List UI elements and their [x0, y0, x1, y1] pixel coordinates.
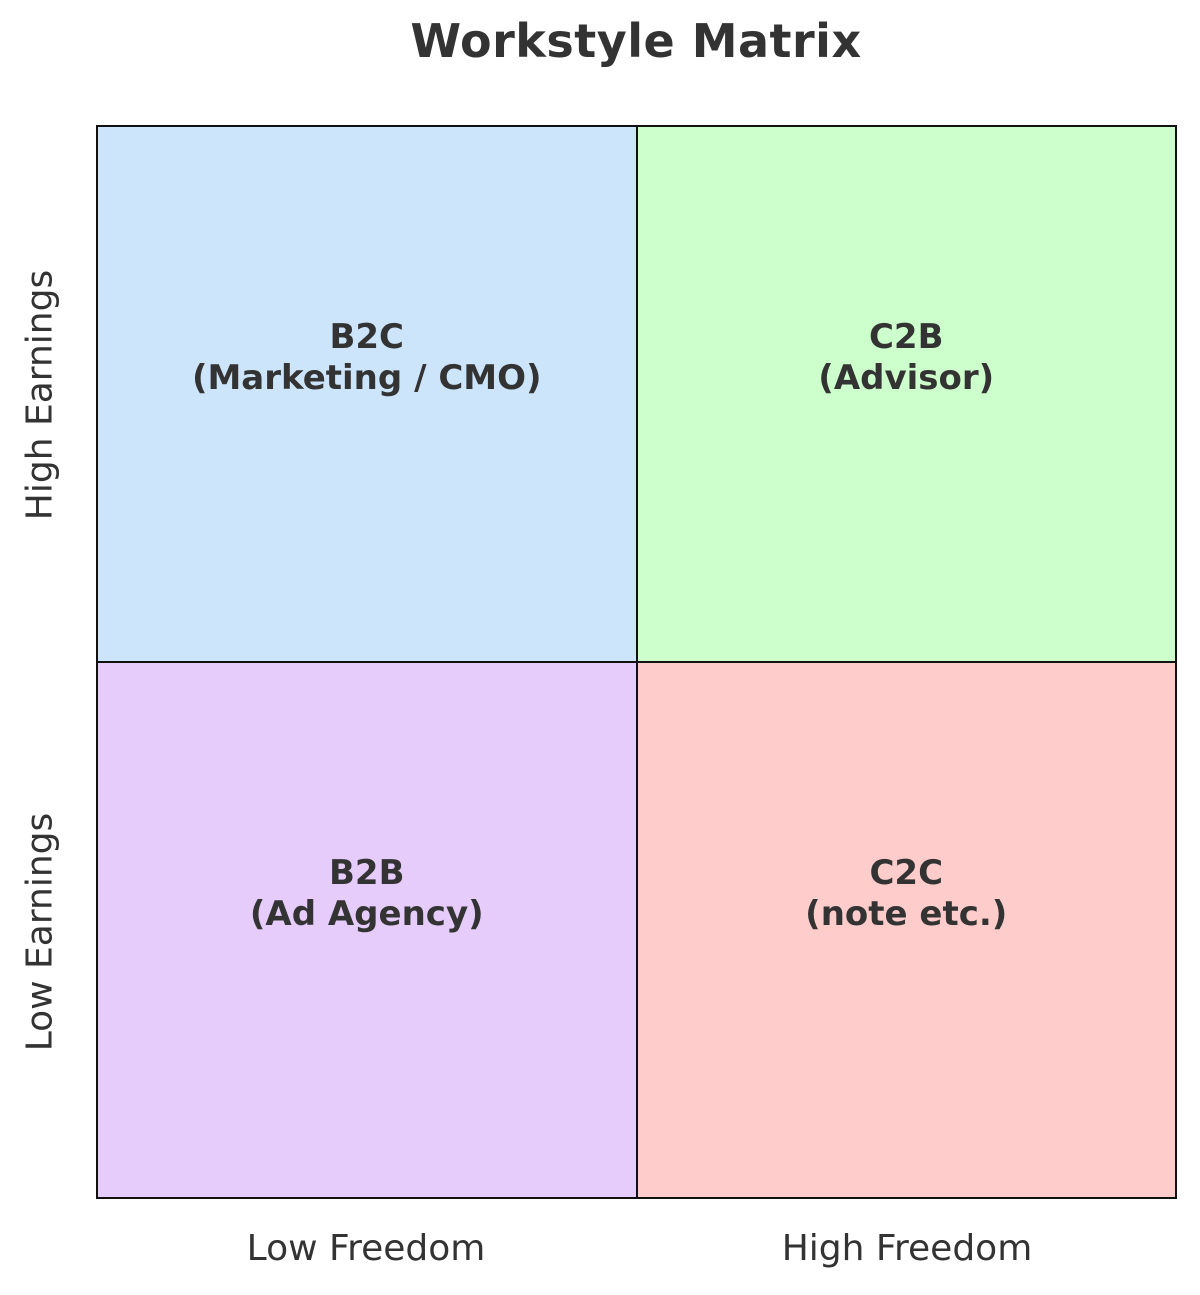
quadrant-top-right-name: C2B: [868, 317, 944, 357]
quadrant-bottom-left-name: B2B: [329, 853, 405, 893]
quadrant-bottom-left: B2B (Ad Agency): [98, 662, 637, 1197]
quadrant-top-left-name: B2C: [329, 317, 405, 357]
quadrant-top-right: C2B (Advisor): [636, 127, 1175, 662]
quadrant-bottom-right: C2C (note etc.): [636, 662, 1175, 1197]
y-axis-label-high: High Earnings: [19, 269, 61, 521]
quadrant-top-left-detail: (Marketing / CMO): [191, 358, 542, 398]
quadrant-bottom-right-name: C2C: [869, 853, 944, 893]
quadrant-top-left: B2C (Marketing / CMO): [98, 127, 637, 662]
diagram-title: Workstyle Matrix: [410, 14, 862, 68]
quadrant-bottom-right-detail: (note etc.): [805, 894, 1008, 934]
quadrant-bottom-left-detail: (Ad Agency): [249, 894, 484, 934]
quadrant-matrix: B2C (Marketing / CMO) C2B (Advisor) B2B …: [96, 125, 1177, 1199]
y-axis-label-low: Low Earnings: [19, 812, 61, 1052]
x-axis-label-high: High Freedom: [781, 1228, 1033, 1269]
x-axis-label-low: Low Freedom: [246, 1228, 486, 1269]
quadrant-top-right-detail: (Advisor): [818, 358, 995, 398]
